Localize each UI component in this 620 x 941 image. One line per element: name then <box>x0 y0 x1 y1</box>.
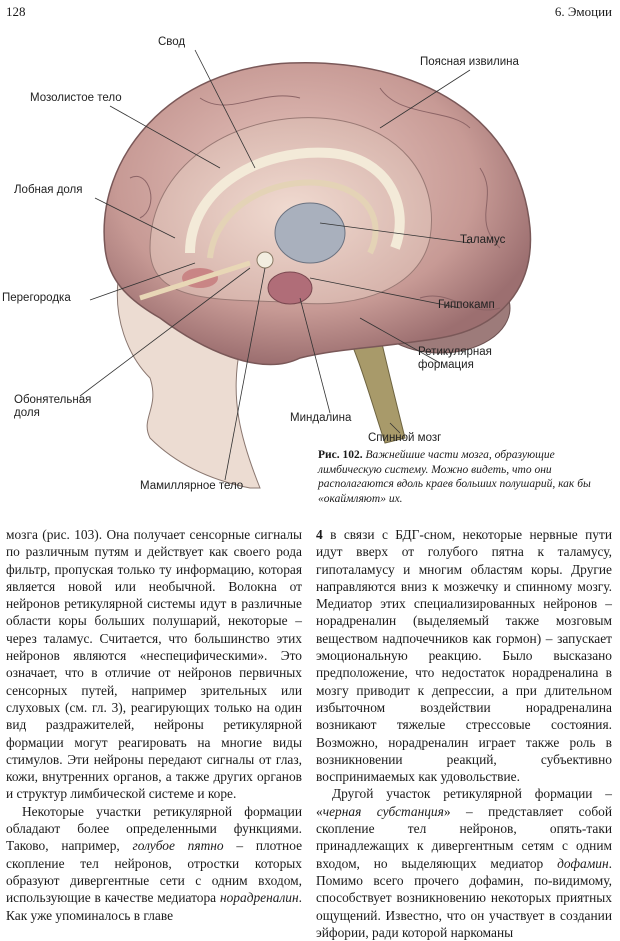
label-frontal-lobe: Лобная доля <box>14 184 83 196</box>
label-olfactory-line2: доля <box>14 406 40 419</box>
label-olfactory-line1: Обонятельная <box>14 394 92 406</box>
brain-drawing <box>79 49 532 489</box>
paragraph: мозга (рис. 103). Она получает сенсорные… <box>6 527 302 802</box>
label-septum: Перегородка <box>2 292 71 304</box>
label-fornix: Свод <box>158 36 186 48</box>
text-column-right: 4 в связи с БДГ-сном, некоторые нервные … <box>316 526 612 941</box>
label-reticular-line1: Ретикулярная <box>418 346 492 358</box>
paragraph: Некоторые участки ретикулярной формации … <box>6 803 302 924</box>
emphasis: голубое пятно <box>132 838 224 854</box>
brain-illustration: Свод Поясная извилина Мозолистое тело Ло… <box>0 18 620 518</box>
paragraph: Другой участок ретикулярной формации – «… <box>316 785 612 941</box>
label-mamillary-body: Мамиллярное тело <box>140 480 244 492</box>
page-number: 128 <box>6 4 26 19</box>
text: в связи с БДГ-сном, некоторые нервные пу… <box>316 527 612 785</box>
chapter-title: 6. Эмоции <box>554 4 612 19</box>
emphasis: черная субстанция <box>322 803 444 819</box>
label-cingulate-gyrus: Поясная извилина <box>420 56 519 68</box>
caption-text: Важнейшие части мозга, образующие лимбич… <box>318 449 591 505</box>
paragraph: 4 в связи с БДГ-сном, некоторые нервные … <box>316 526 612 785</box>
caption-number: Рис. 102. <box>318 449 363 461</box>
label-corpus-callosum: Мозолистое тело <box>30 92 122 104</box>
figure-caption: Рис. 102. Важнейшие части мозга, образую… <box>318 448 614 506</box>
label-amygdala: Миндалина <box>290 412 352 424</box>
chapter-ref: 4 <box>316 527 323 542</box>
label-spinal-cord: Спинной мозг <box>368 432 442 444</box>
emphasis: норадреналин <box>219 890 299 906</box>
text: Другой участок ретикулярной формации – « <box>316 786 612 819</box>
label-thalamus: Таламус <box>460 234 506 246</box>
emphasis: дофамин <box>557 855 609 871</box>
label-hippocampus: Гиппокамп <box>438 299 495 311</box>
label-reticular-line2: формация <box>418 358 474 371</box>
text-column-left: мозга (рис. 103). Она получает сенсорные… <box>6 526 302 924</box>
